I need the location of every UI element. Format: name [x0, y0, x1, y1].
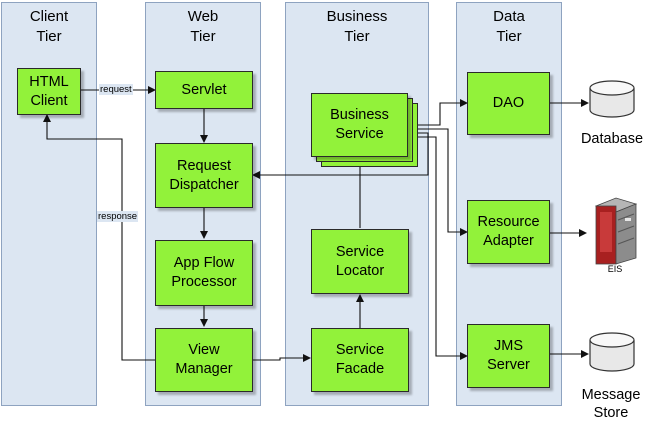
service-facade-box: Service Facade: [311, 328, 409, 392]
app-flow-processor-box: App Flow Processor: [155, 240, 253, 306]
eis-server-icon: [594, 197, 638, 265]
eis-label: EIS: [607, 264, 623, 274]
business-tier-title: Business Tier: [326, 8, 388, 45]
dao-box: DAO: [467, 72, 550, 135]
message-store-icon: [589, 332, 635, 372]
service-locator-box: Service Locator: [311, 229, 409, 294]
client-tier-title: Client Tier: [29, 8, 69, 45]
business-to-dao-arrow: [418, 99, 468, 126]
database-label: Database: [580, 131, 644, 147]
response-arrow: [43, 114, 155, 361]
html-client-box: HTML Client: [17, 68, 81, 115]
jms-server-box: JMS Server: [467, 324, 550, 388]
view-manager-box: View Manager: [155, 328, 253, 392]
business-to-jms-arrow: [418, 136, 468, 360]
business-to-dispatcher-arrow: [252, 132, 429, 179]
request-label: request: [99, 84, 133, 95]
message-store-label: Message Store: [581, 387, 641, 421]
data-tier-title: Data Tier: [493, 8, 525, 45]
resource-adapter-box: Resource Adapter: [467, 200, 550, 264]
business-to-adapter-arrow: [418, 128, 468, 236]
business-service-box: Business Service: [311, 93, 408, 157]
response-label: response: [97, 211, 139, 222]
request-dispatcher-box: Request Dispatcher: [155, 143, 253, 208]
database-icon: [589, 80, 635, 118]
viewmanager-to-facade-arrow: [253, 354, 311, 362]
servlet-box: Servlet: [155, 71, 253, 109]
web-tier-title: Web Tier: [187, 8, 219, 45]
